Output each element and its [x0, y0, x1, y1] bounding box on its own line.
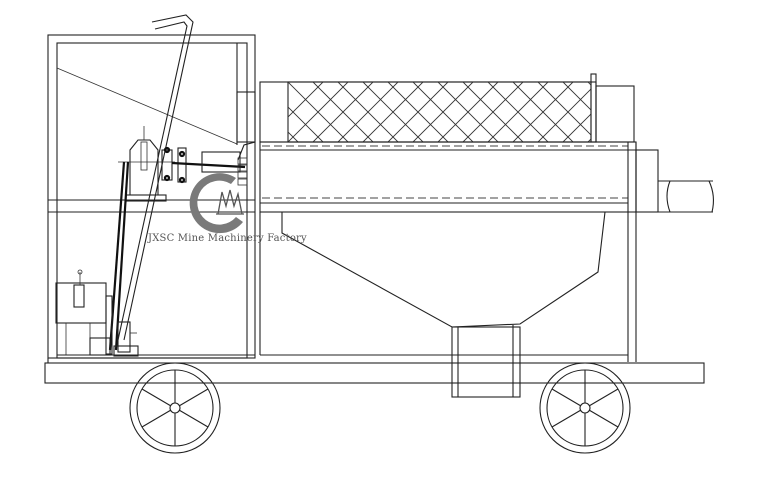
wheel-front [129, 362, 221, 454]
wheel-rear [539, 362, 631, 454]
watermark-text: JXSC Mine Machinery Factory [148, 233, 307, 244]
hopper [259, 211, 628, 356]
trommel-screen [259, 73, 635, 143]
discharge-pipe [635, 149, 715, 213]
jxsc-logo-icon [189, 173, 244, 234]
gear-reducer [118, 126, 256, 202]
chassis [44, 354, 705, 384]
outlet-chute [451, 325, 521, 398]
motor [55, 269, 139, 357]
frame-housing [47, 34, 256, 359]
